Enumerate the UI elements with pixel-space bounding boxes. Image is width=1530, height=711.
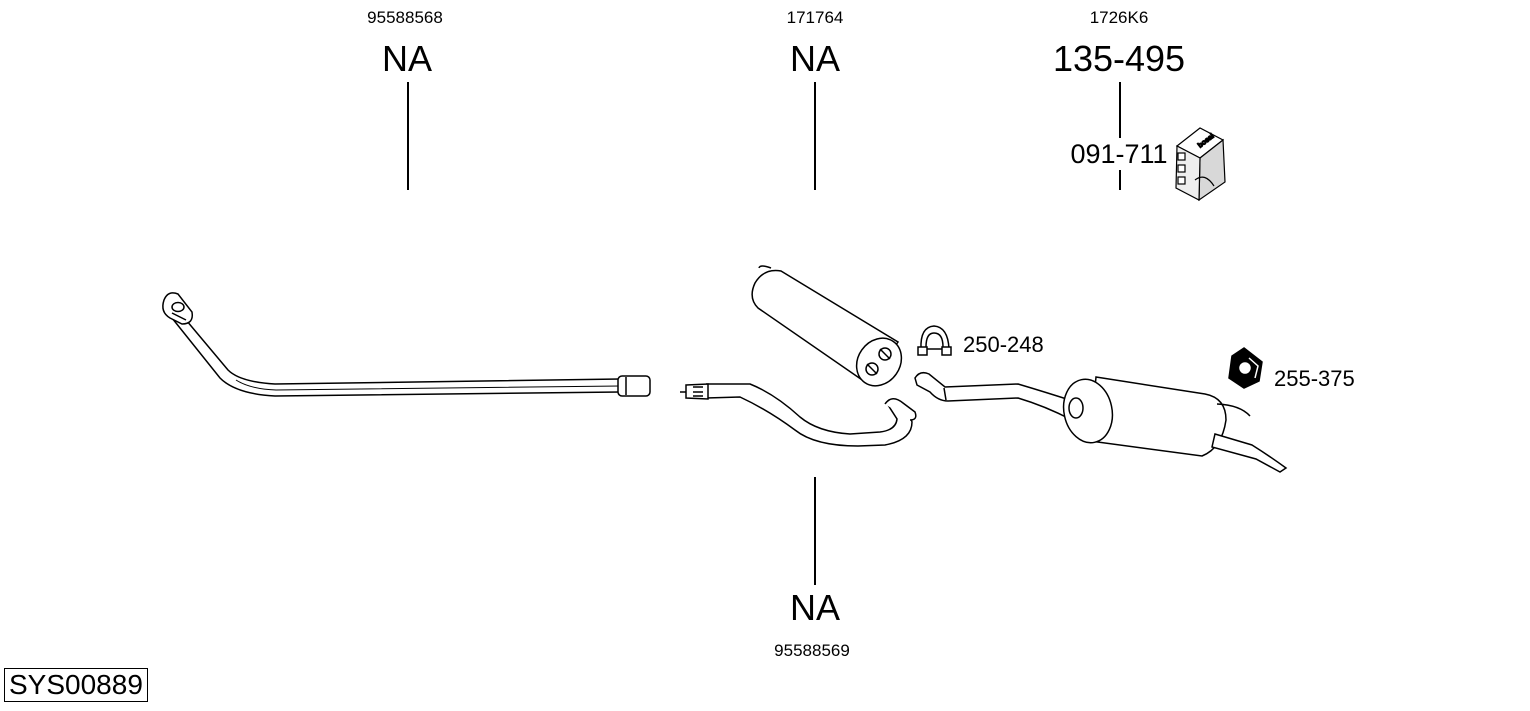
intermediate-pipe-code[interactable]: NA bbox=[789, 587, 841, 628]
rear-silencer-code[interactable]: 135-495 bbox=[1052, 38, 1186, 79]
gasket-icon[interactable] bbox=[1228, 347, 1263, 389]
rear-silencer-leader-lower bbox=[1119, 170, 1121, 190]
clamp-icon[interactable] bbox=[917, 325, 952, 356]
intermediate-pipe-ref: 95588569 bbox=[774, 641, 850, 660]
clamp-code[interactable]: 250-248 bbox=[963, 332, 1044, 357]
middle-silencer-leader bbox=[814, 82, 816, 190]
intermediate-pipe[interactable] bbox=[680, 383, 917, 447]
front-pipe-leader bbox=[407, 82, 409, 190]
system-id-label: SYS00889 bbox=[4, 668, 148, 702]
rear-silencer-ref: 1726K6 bbox=[1089, 8, 1149, 27]
middle-silencer-ref: 171764 bbox=[786, 8, 844, 27]
front-pipe[interactable] bbox=[162, 292, 651, 397]
rear-silencer[interactable] bbox=[914, 371, 1288, 473]
front-pipe-code[interactable]: NA bbox=[381, 38, 433, 79]
gasket-code[interactable]: 255-375 bbox=[1274, 366, 1355, 391]
intermediate-pipe-leader bbox=[814, 477, 816, 585]
rear-silencer-leader-upper bbox=[1119, 82, 1121, 138]
kit-box-icon[interactable]: bosal bbox=[1175, 127, 1226, 202]
front-pipe-ref: 95588568 bbox=[367, 8, 443, 27]
middle-silencer[interactable] bbox=[751, 265, 910, 395]
rear-silencer-kit-code[interactable]: 091-711 bbox=[1070, 139, 1168, 169]
middle-silencer-code[interactable]: NA bbox=[789, 38, 841, 79]
